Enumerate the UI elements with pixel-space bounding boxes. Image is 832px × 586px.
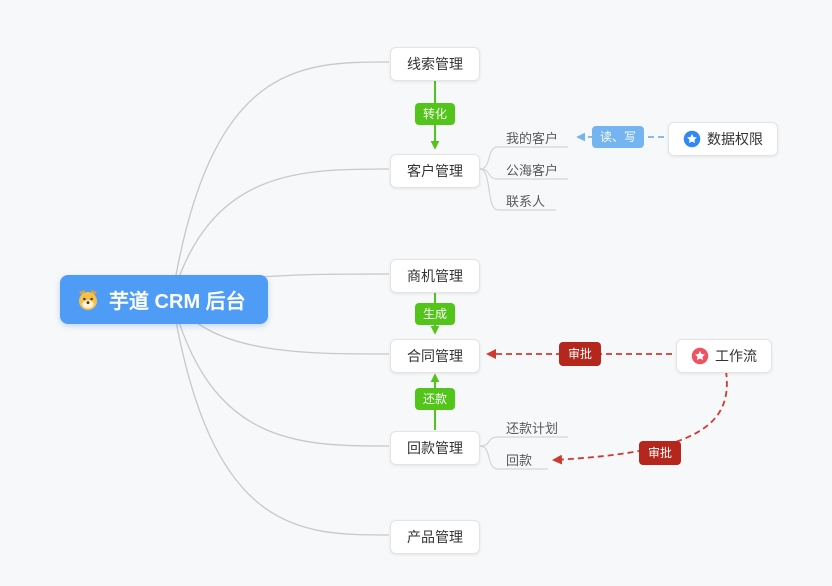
node-product-management[interactable]: 产品管理: [390, 520, 480, 554]
node-workflow[interactable]: 工作流: [676, 339, 772, 373]
receivable-child-lines: [479, 436, 568, 470]
customer-child-lines: [479, 146, 568, 211]
subnode-label: 还款计划: [506, 421, 559, 436]
approve-receivable-arrow: [552, 370, 728, 465]
subnode-receivable[interactable]: 回款: [506, 450, 532, 469]
subnode-repayment-plan[interactable]: 还款计划: [506, 418, 558, 437]
node-label: 产品管理: [407, 529, 463, 545]
edge-label-text: 转化: [423, 107, 448, 121]
dog-icon: [76, 288, 100, 312]
edge-label-read-write: 读、写: [592, 126, 645, 148]
node-label: 工作流: [715, 348, 757, 364]
node-label: 客户管理: [407, 163, 463, 179]
edge-label-approve-receivable: 审批: [639, 441, 682, 465]
node-label: 数据权限: [707, 131, 763, 147]
node-label: 商机管理: [407, 268, 463, 284]
node-data-permission[interactable]: 数据权限: [668, 122, 778, 156]
edge-label-text: 审批: [648, 446, 673, 460]
subnode-label: 回款: [506, 453, 533, 468]
node-clue-management[interactable]: 线索管理: [390, 47, 480, 81]
edge-label-text: 还款: [423, 392, 448, 406]
edge-label-approve-contract: 审批: [559, 342, 602, 366]
data-permission-star-icon: [683, 130, 701, 148]
edge-label-generate: 生成: [415, 303, 456, 325]
subnode-label: 我的客户: [506, 131, 559, 146]
subnode-label: 联系人: [506, 194, 546, 209]
edge-label-repay: 还款: [415, 388, 456, 410]
node-opportunity-management[interactable]: 商机管理: [390, 259, 480, 293]
edge-label-text: 读、写: [600, 130, 637, 144]
node-label: 回款管理: [407, 440, 463, 456]
root-node-label: 芋道 CRM 后台: [109, 291, 246, 313]
edge-label-text: 审批: [568, 347, 593, 361]
node-label: 线索管理: [407, 56, 463, 72]
subnode-contacts[interactable]: 联系人: [506, 191, 545, 210]
node-customer-management[interactable]: 客户管理: [390, 154, 480, 188]
subnode-my-customers[interactable]: 我的客户: [506, 128, 558, 147]
subnode-public-sea-customers[interactable]: 公海客户: [506, 160, 558, 179]
node-receivable-management[interactable]: 回款管理: [390, 431, 480, 465]
node-label: 合同管理: [407, 348, 463, 364]
root-node-crm-backend[interactable]: 芋道 CRM 后台: [60, 275, 268, 324]
edge-label-text: 生成: [423, 307, 448, 321]
edge-label-convert: 转化: [415, 103, 456, 125]
node-contract-management[interactable]: 合同管理: [390, 339, 480, 373]
workflow-star-icon: [691, 347, 709, 365]
subnode-label: 公海客户: [506, 163, 559, 178]
